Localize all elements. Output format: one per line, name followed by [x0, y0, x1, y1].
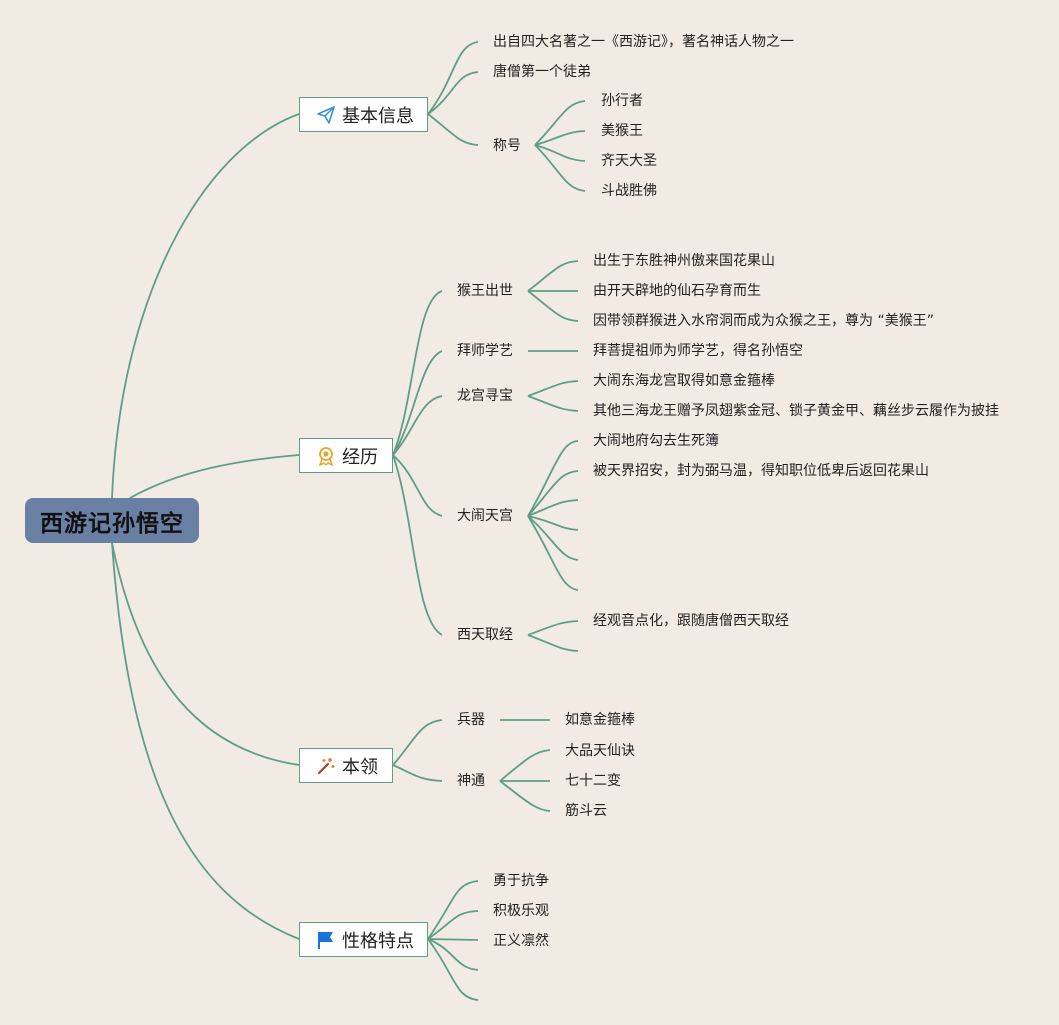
leaf-weapon[interactable]: 如意金箍棒 — [565, 712, 635, 728]
flag-icon — [316, 930, 336, 950]
subtopic-powers[interactable]: 神通 — [457, 773, 485, 789]
branch-label: 基本信息 — [342, 105, 414, 127]
leaf-power[interactable]: 七十二变 — [565, 773, 621, 789]
leaf-origin[interactable]: 出自四大名著之一《西游记》，著名神话人物之一 — [493, 34, 794, 50]
leaf-power[interactable]: 大品天仙诀 — [565, 743, 635, 759]
root-topic[interactable]: 西游记孙悟空 — [25, 498, 199, 543]
leaf-title[interactable]: 斗战胜佛 — [601, 183, 657, 199]
magic-wand-icon — [316, 756, 336, 776]
branch-experience[interactable]: 经历 — [299, 438, 393, 473]
subtopic-journey-west[interactable]: 西天取经 — [457, 627, 513, 643]
leaf-event[interactable]: 被天界招安，封为弼马温，得知职位低卑后返回花果山 — [593, 463, 929, 479]
leaf-power[interactable]: 筋斗云 — [565, 803, 607, 819]
leaf-event[interactable]: 因带领群猴进入水帘洞而成为众猴之王，尊为 “美猴王” — [593, 313, 934, 329]
subtopic-dragon-palace[interactable]: 龙宫寻宝 — [457, 388, 513, 404]
leaf-trait[interactable]: 积极乐观 — [493, 903, 549, 919]
leaf-event[interactable]: 经观音点化，跟随唐僧西天取经 — [593, 613, 789, 629]
subtopic-birth[interactable]: 猴王出世 — [457, 283, 513, 299]
paper-plane-icon — [316, 105, 336, 125]
branch-label: 经历 — [342, 446, 378, 468]
subtopic-weapon[interactable]: 兵器 — [457, 712, 485, 728]
branch-skills[interactable]: 本领 — [299, 748, 393, 783]
leaf-event[interactable]: 其他三海龙王赠予凤翅紫金冠、锁子黄金甲、藕丝步云履作为披挂 — [593, 403, 999, 419]
leaf-title[interactable]: 孙行者 — [601, 93, 643, 109]
leaf-event[interactable]: 出生于东胜神州傲来国花果山 — [593, 253, 775, 269]
branch-label: 性格特点 — [342, 930, 414, 952]
branch-label: 本领 — [342, 756, 378, 778]
leaf-disciple[interactable]: 唐僧第一个徒弟 — [493, 64, 591, 80]
leaf-title[interactable]: 齐天大圣 — [601, 153, 657, 169]
leaf-title[interactable]: 美猴王 — [601, 123, 643, 139]
leaf-trait[interactable]: 正义凛然 — [493, 933, 549, 949]
leaf-event[interactable]: 大闹地府勾去生死簿 — [593, 433, 719, 449]
branch-basic-info[interactable]: 基本信息 — [299, 97, 428, 132]
leaf-event[interactable]: 由开天辟地的仙石孕育而生 — [593, 283, 761, 299]
award-ribbon-icon — [316, 446, 336, 466]
branch-traits[interactable]: 性格特点 — [299, 922, 428, 957]
leaf-event[interactable]: 拜菩提祖师为师学艺，得名孙悟空 — [593, 343, 803, 359]
subtopic-apprentice[interactable]: 拜师学艺 — [457, 343, 513, 359]
subtopic-titles[interactable]: 称号 — [493, 138, 521, 154]
leaf-trait[interactable]: 勇于抗争 — [493, 873, 549, 889]
subtopic-havoc[interactable]: 大闹天宫 — [457, 508, 513, 524]
leaf-event[interactable]: 大闹东海龙宫取得如意金箍棒 — [593, 373, 775, 389]
